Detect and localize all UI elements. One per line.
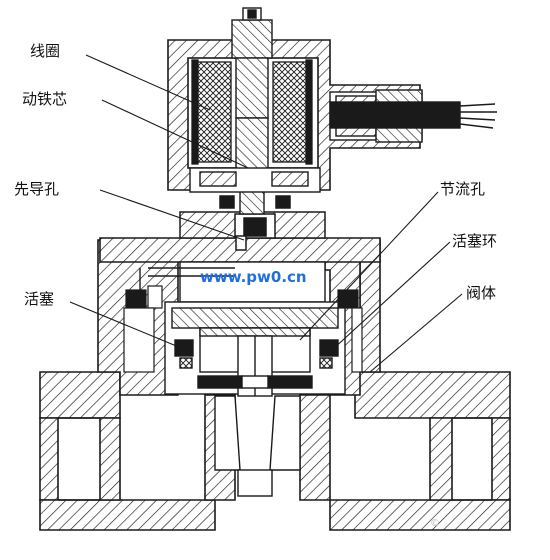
- cable-gland: [329, 89, 497, 143]
- bonnet: [179, 195, 326, 251]
- coil: [191, 59, 313, 165]
- watermark-text: www.pw0.cn: [200, 268, 307, 286]
- label-pilot-hole: 先导孔: [14, 180, 60, 198]
- pilot-passage: [139, 267, 235, 300]
- piston: [171, 307, 339, 397]
- coil-flange: [189, 167, 321, 193]
- label-plunger: 动铁芯: [22, 90, 68, 108]
- valve-seat: [214, 395, 301, 497]
- label-piston-ring: 活塞环: [452, 232, 498, 250]
- corner-mark: ©: [430, 518, 440, 529]
- label-coil: 线圈: [30, 42, 61, 60]
- valve-body: [39, 237, 511, 531]
- label-valve-body: 阀体: [466, 284, 497, 302]
- leader-lines: [69, 54, 463, 373]
- body-seals: [123, 285, 363, 373]
- label-throttle-hole: 节流孔: [440, 180, 486, 198]
- label-piston: 活塞: [24, 290, 55, 308]
